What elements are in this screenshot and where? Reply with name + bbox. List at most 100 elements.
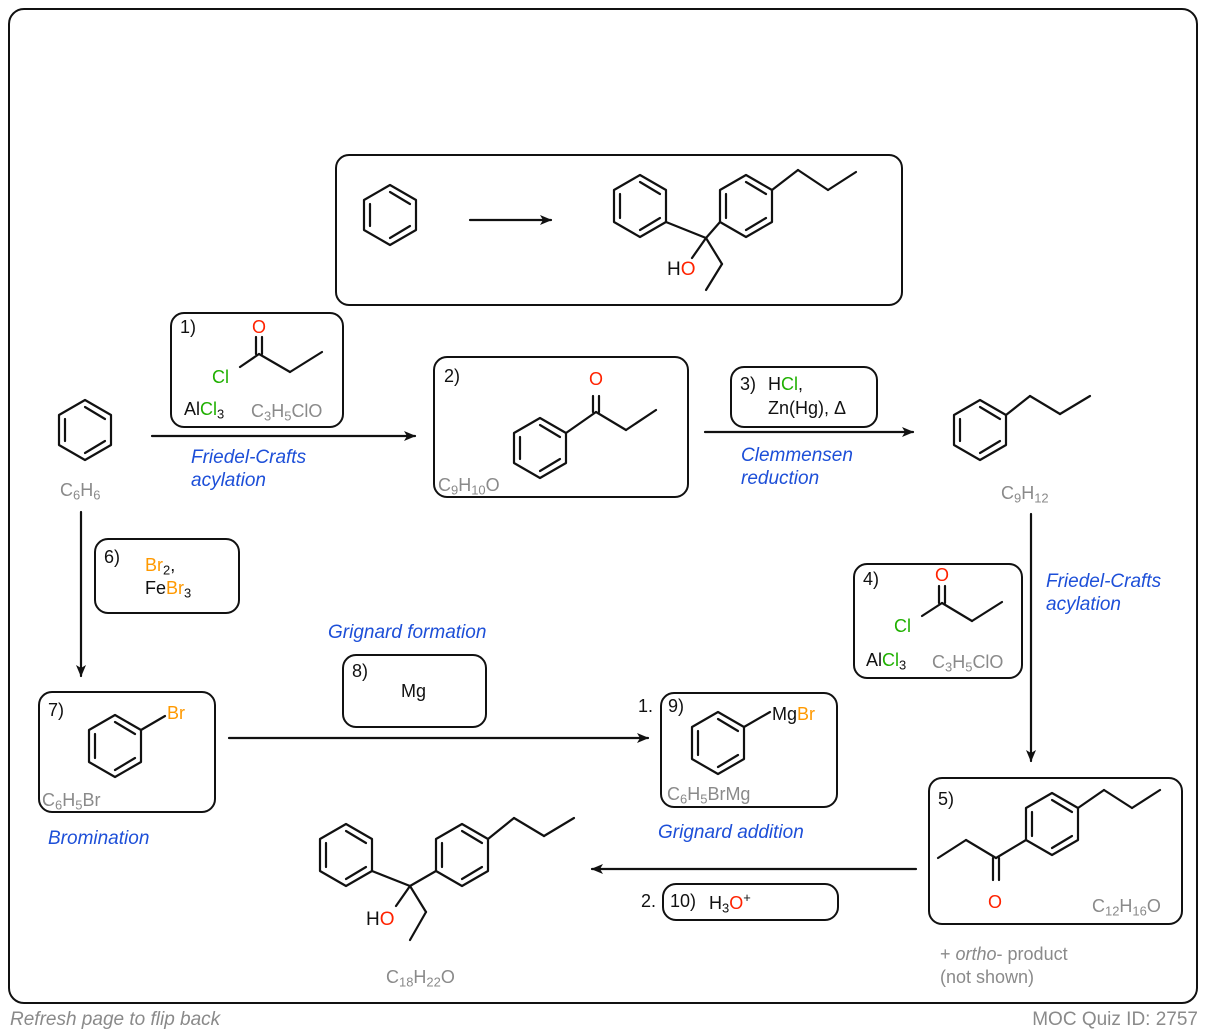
s7-h-n: 5 xyxy=(75,797,83,813)
s4-fh: H xyxy=(952,652,966,672)
p-o: O xyxy=(440,967,455,987)
s10-h: H xyxy=(709,893,722,913)
s3-cl: Cl xyxy=(781,374,798,394)
phenylmagnesium-bromide xyxy=(690,710,772,776)
step3-reagent-box xyxy=(730,366,878,428)
s4-cl3: Cl xyxy=(882,650,900,670)
s6-fe: Fe xyxy=(145,578,167,598)
step7-bromine: Br xyxy=(167,703,185,723)
step8-magnesium: Mg xyxy=(401,681,427,701)
s5-c-n: 12 xyxy=(1105,903,1120,919)
step9-intermediate-box xyxy=(660,692,838,808)
step4-acyl-chloride xyxy=(920,584,1004,623)
p-c: C xyxy=(386,967,399,987)
s4-fh-n: 5 xyxy=(965,659,973,675)
step1-formula: C3H5ClO xyxy=(251,401,323,423)
s6-br: Br xyxy=(145,555,163,575)
grignard-addition-label: Grignard addition xyxy=(658,822,804,843)
s6-comma: , xyxy=(170,555,176,575)
step1-reagent-box xyxy=(170,312,344,428)
product-hydroxyl-label: HO xyxy=(366,910,395,929)
clem-line1: Clemmensen xyxy=(741,445,853,466)
s6-febr: Br xyxy=(166,578,185,598)
p-h-n: 22 xyxy=(426,974,441,990)
step2-number: 2) xyxy=(444,366,461,386)
step5-oxygen: O xyxy=(988,892,1003,912)
final-product xyxy=(318,816,576,942)
s9-c: C xyxy=(667,784,680,804)
step7-number: 7) xyxy=(48,700,65,720)
propylbenzene-formula: C9H12 xyxy=(1001,483,1049,505)
step10-reagent-box xyxy=(662,883,839,921)
step1-al: Al xyxy=(184,399,201,419)
bz-h: H xyxy=(80,480,94,500)
s4-fc-n: 3 xyxy=(945,659,953,675)
grignard-formation-label: Grignard formation xyxy=(328,622,487,643)
s2-h-n: 10 xyxy=(471,482,486,498)
refresh-hint[interactable]: Refresh page to flip back xyxy=(10,1009,221,1030)
s6-febr-sub: 3 xyxy=(184,585,192,601)
s5-o: O xyxy=(1146,896,1161,916)
propylbenzene xyxy=(952,394,1092,462)
step4-alcl3: AlCl3 xyxy=(866,650,906,672)
s4-fc: C xyxy=(932,652,945,672)
f-h: H xyxy=(271,401,285,421)
s5-h-n: 16 xyxy=(1132,903,1147,919)
step3-hcl: HCl, xyxy=(768,375,803,393)
s7-h: H xyxy=(62,790,76,810)
f-h-n: 5 xyxy=(284,408,292,424)
step4-reagent-box xyxy=(853,563,1023,679)
step6-number: 6) xyxy=(104,547,121,567)
s9-mg: Mg xyxy=(772,704,798,724)
fc1-line2: acylation xyxy=(191,469,266,491)
step7-intermediate-box xyxy=(38,691,216,813)
step8-reagent-box xyxy=(342,654,487,728)
prod-h: H xyxy=(366,909,380,930)
s10-plus: + xyxy=(743,889,751,905)
s10-o: O xyxy=(729,893,744,913)
step9-prefix: 1. xyxy=(638,696,654,716)
target-ho-o: O xyxy=(680,259,696,280)
target-hydroxyl-label: HO xyxy=(667,260,696,279)
target-benzene xyxy=(362,183,418,247)
start-benzene xyxy=(57,398,113,462)
step1-alcl3: AlCl3 xyxy=(184,399,224,421)
bz-c-n: 6 xyxy=(73,487,81,503)
ortho-word: ortho xyxy=(955,944,997,964)
product-formula: C18H22O xyxy=(386,967,455,989)
step8-number: 8) xyxy=(352,661,369,681)
step5-formula: C12H16O xyxy=(1092,896,1161,918)
s3-h: H xyxy=(768,374,781,394)
bromobenzene xyxy=(87,713,167,779)
step9-number: 9) xyxy=(668,696,685,716)
target-ho-h: H xyxy=(667,259,681,280)
p-h: H xyxy=(413,967,427,987)
s4-frest: ClO xyxy=(972,652,1004,672)
benzene-formula: C6H6 xyxy=(60,480,100,502)
f-c-n: 3 xyxy=(264,408,272,424)
step1-number: 1) xyxy=(180,317,197,337)
step9-formula: C6H5BrMg xyxy=(667,784,750,806)
ortho-plus: + xyxy=(940,944,956,964)
step9-mgbr: MgBr xyxy=(772,705,815,723)
pb-h: H xyxy=(1021,483,1035,503)
s9-h: H xyxy=(687,784,701,804)
step6-bromine: Br2, xyxy=(145,555,176,577)
bz-h-n: 6 xyxy=(93,487,101,503)
ortho-line1: + ortho- product xyxy=(940,943,1068,966)
f-rest: ClO xyxy=(291,401,323,421)
step7-formula: C6H5Br xyxy=(42,790,100,812)
step1-acyl-chloride xyxy=(238,335,324,374)
s4-sub: 3 xyxy=(899,657,907,673)
s2-c: C xyxy=(438,475,451,495)
step3-zinc: Zn(Hg), Δ xyxy=(768,398,847,418)
bz-c: C xyxy=(60,480,73,500)
step4-oxygen: O xyxy=(935,565,950,585)
pb-c-n: 9 xyxy=(1014,490,1022,506)
step10-hydronium: H3O+ xyxy=(709,891,751,915)
